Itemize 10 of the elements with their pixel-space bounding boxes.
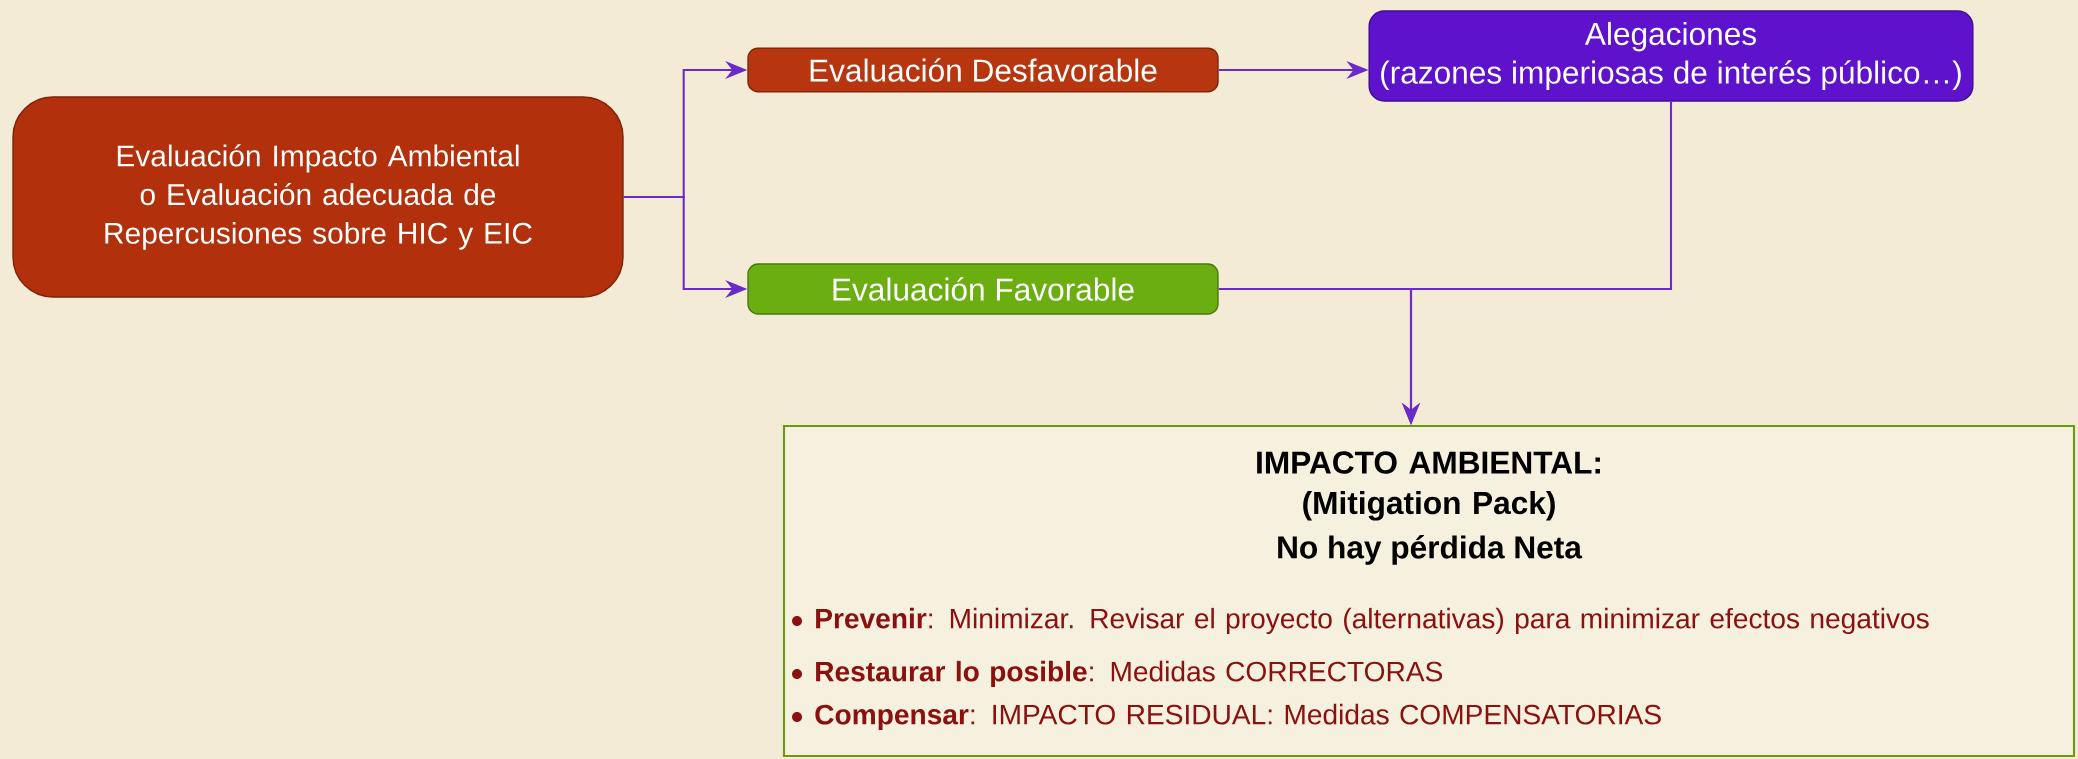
- process-box: Alegaciones (razones imperiosas de interés público…): [1368, 10, 1974, 102]
- bullet-item: Compensar: IMPACTO RESIDUAL: Medidas COMPENSATORIAS: [815, 703, 1661, 731]
- bullet-item: Restaurar lo posible: Medidas CORRECTORAS: [816, 660, 1443, 688]
- process-box: Evaluación Impacto Ambiental o Evaluación adecuada de Repercusiones sobre HIC y EIC: [12, 96, 624, 298]
- subheading: No hay pérdida Neta: [1278, 535, 1583, 565]
- process-box: Evaluación Desfavorable: [747, 47, 1219, 93]
- text-panel: [782, 424, 2076, 758]
- process-box: Evaluación Favorable: [747, 263, 1219, 315]
- heading: IMPACTO AMBIENTAL: (Mitigation Pack): [1257, 451, 1600, 521]
- bullet-item: Prevenir: Minimizar. Revisar el proyecto (alternativas) para minimizar efectos negativos: [816, 607, 1929, 635]
